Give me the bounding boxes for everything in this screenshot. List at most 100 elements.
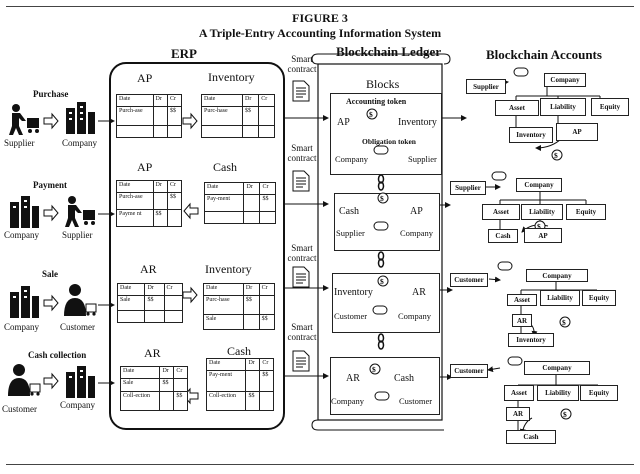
figure-title: A Triple-Entry Accounting Information Sy… [198,26,442,40]
party-customer-3: Customer [60,322,95,332]
tree4-asset: Asset [504,385,534,401]
tree3-asset: Asset [507,294,537,306]
smart-contract-label-4: Smart contract [287,322,317,342]
party-supplier-1: Supplier [4,138,35,148]
erp2-left-title: AP [137,160,153,174]
building-icon [66,366,95,398]
erp3-left-title: AR [140,262,157,276]
block1-to1: Inventory [398,117,437,128]
tree2-asset: Asset [482,204,520,220]
block4-from1: AR [346,373,360,384]
tree1-equity: Equity [591,98,629,116]
contract-document-icon [292,80,310,102]
tree1-sub-1: Inventory [509,127,553,143]
coin-symbol: $ [562,318,566,327]
party-company-4: Company [60,400,95,410]
erp1-left-title: AP [137,71,153,85]
coin-symbol: $ [369,110,373,119]
tree4-liability: Liability [537,385,579,401]
party-company-2: Company [4,230,39,240]
smart-contract-label-2: Smart contract [287,143,317,163]
block3-to2: Company [398,311,432,321]
block-2 [334,193,440,251]
block2-to2: Company [400,228,434,238]
tree3-party: Customer [450,273,488,287]
block1-from1: AP [337,117,350,128]
block1-token2-label: Obligation token [362,137,416,146]
worker-cart-icon [65,196,95,227]
tree3-sub-1: AR [512,314,532,327]
accounts-heading: Blockchain Accounts [486,47,602,62]
tree4-root: Company [524,361,590,375]
building-icon [10,196,39,228]
erp-frame [109,62,285,430]
tree2-sub-1: Cash [488,229,518,243]
coin-symbol: $ [554,151,558,160]
tree4-sub-2: Cash [506,430,556,444]
worker-cart-icon [9,104,39,135]
tree1-liability: Liability [540,98,586,116]
blocks-title: Blocks [366,77,400,91]
block4-to1: Cash [394,373,414,384]
bottom-rule [6,464,634,465]
block1-token1-label: Accounting token [346,97,407,106]
tree1-party: Supplier [466,79,506,94]
tree2-liability: Liability [521,204,563,220]
tree1-root: Company [544,73,586,87]
coin-symbol: $ [563,410,567,419]
coin-symbol: $ [537,222,541,231]
smart-contract-label-1: Smart contract [287,54,317,74]
tree3-root: Company [526,269,588,282]
party-supplier-2: Supplier [62,230,93,240]
coin-symbol: $ [380,194,384,203]
building-icon [66,102,95,134]
ledger-heading: Blockchain Ledger [336,44,442,59]
coin-symbol: $ [372,365,376,374]
tree4-party: Customer [450,364,488,378]
erp2-right-title: Cash [213,160,237,174]
tree3-liability: Liability [540,290,580,306]
erp-heading: ERP [171,46,197,61]
block-1 [330,93,442,175]
block-4 [330,357,440,415]
block1-from2: Company [335,154,369,164]
tree2-party: Supplier [450,181,486,195]
erp3-right-title: Inventory [205,262,252,276]
row-label-cash-collection: Cash collection [28,350,87,360]
tree2-sub-2: AP [524,228,562,243]
row-label-purchase: Purchase [33,89,69,99]
block3-from1: Inventory [334,287,373,298]
contract-document-icon [292,350,310,372]
block4-from2: Company [331,396,365,406]
party-company-3: Company [4,322,39,332]
contract-document-icon [292,170,310,192]
top-rule [6,6,634,7]
tree4-equity: Equity [580,385,618,401]
customer-cart-icon [8,364,41,396]
erp4-left-title: AR [144,346,161,360]
tree1-asset: Asset [495,100,539,116]
erp4-right-title: Cash [227,344,251,358]
block1-to2: Supplier [408,154,437,164]
block2-to1: AP [410,206,423,217]
smart-contract-label-3: Smart contract [287,243,317,263]
coin-symbol: $ [380,277,384,286]
block2-from2: Supplier [336,228,365,238]
figure-number: FIGURE 3 [292,11,348,25]
row-label-sale: Sale [42,269,59,279]
tree3-sub-2: Inventory [508,333,554,347]
block2-from1: Cash [339,206,359,217]
row-label-payment: Payment [33,180,67,190]
tree4-sub-1: AR [506,407,530,421]
block3-from2: Customer [334,311,368,321]
tree2-equity: Equity [566,204,606,220]
ledger-scroll [317,63,443,421]
